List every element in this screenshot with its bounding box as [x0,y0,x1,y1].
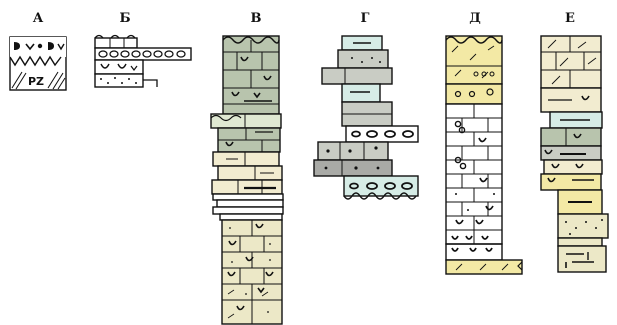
column-label-g: Г [361,11,370,26]
column-e [541,36,608,272]
basement-label-pz: PZ [28,75,44,88]
column-label-e: Е [565,11,575,26]
column-label-a: А [33,11,44,26]
column-a: PZ [10,37,66,90]
column-d [446,36,522,274]
column-label-d: Д [469,11,481,26]
column-b [95,36,191,88]
column-label-b: Б [119,11,130,26]
column-label-v: В [251,11,262,26]
column-v [211,36,283,324]
column-g [314,36,418,199]
